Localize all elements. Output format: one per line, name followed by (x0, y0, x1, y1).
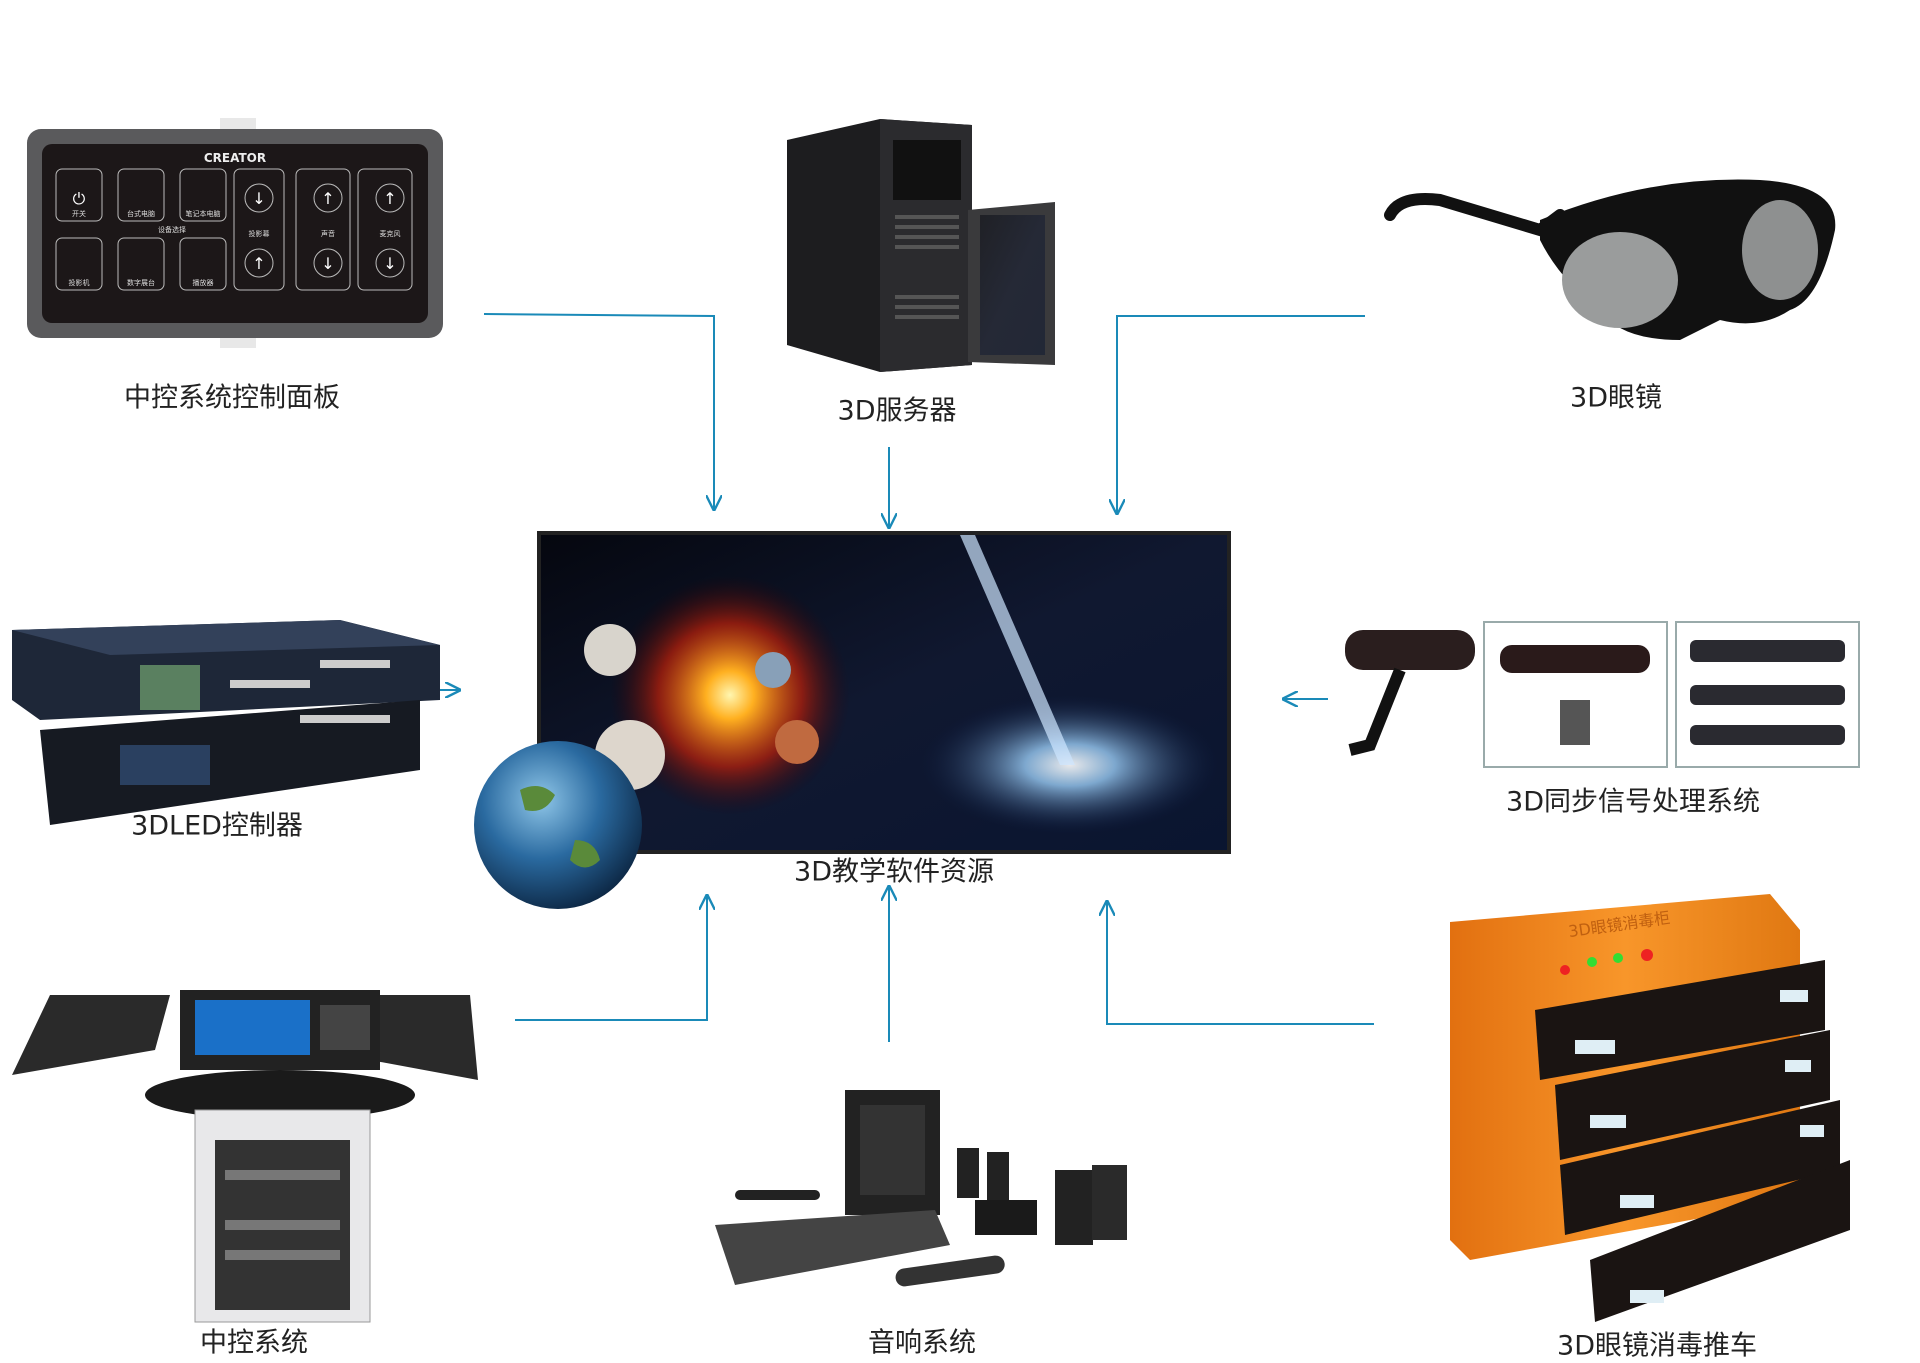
svg-text:↑: ↑ (321, 189, 334, 208)
connector-cart (1107, 902, 1374, 1025)
panel-button-desktop: 台式电脑 (127, 209, 155, 218)
disinfection-cart-image: 3D眼镜消毒柜 (1450, 894, 1850, 1322)
label-audio: 音响系统 (868, 1327, 976, 1359)
software-screen (474, 531, 1231, 909)
server-image (787, 119, 1055, 372)
svg-text:↓: ↓ (321, 254, 334, 273)
connector-control-panel (483, 313, 714, 509)
label-led-controller: 3DLED控制器 (131, 810, 303, 842)
label-sync-system: 3D同步信号处理系统 (1506, 786, 1760, 818)
connector-central-control (515, 896, 707, 1021)
sync-system-image (1345, 621, 1860, 768)
panel-control-mic: 麦克风 (380, 229, 401, 238)
label-glasses: 3D眼镜 (1570, 382, 1662, 414)
label-software: 3D教学软件资源 (794, 856, 994, 888)
label-disinfection-cart: 3D眼镜消毒推车 (1557, 1330, 1757, 1362)
svg-text:↓: ↓ (252, 189, 265, 208)
panel-brand: CREATOR (204, 151, 266, 165)
audio-system-image (715, 1090, 1127, 1287)
panel-button-visualizer: 数字展台 (127, 278, 155, 287)
panel-button-power: 开关 (72, 209, 86, 218)
glasses-image (1384, 179, 1836, 340)
panel-button-laptop: 笔记本电脑 (186, 209, 221, 218)
panel-button-projector: 投影机 (69, 278, 90, 287)
label-control-panel: 中控系统控制面板 (124, 382, 340, 414)
led-controller-image (12, 620, 440, 825)
panel-control-screen: 投影幕 (249, 229, 270, 238)
connector-glasses (1117, 315, 1365, 513)
control-panel-image: CREATOR 开关 台式电脑 笔记本电脑 投影机 数字展台 播放器 设备选择 … (27, 118, 443, 348)
svg-text:⏻: ⏻ (73, 189, 86, 208)
label-server: 3D服务器 (837, 395, 957, 427)
connectors (434, 313, 1374, 1042)
panel-group-label: 设备选择 (158, 225, 186, 234)
svg-text:↑: ↑ (252, 254, 265, 273)
panel-control-sound: 声音 (321, 229, 335, 238)
label-central-control: 中控系统 (200, 1327, 308, 1359)
panel-button-player: 播放器 (193, 278, 214, 287)
podium-image (12, 990, 478, 1323)
svg-text:↑: ↑ (383, 189, 396, 208)
svg-text:↓: ↓ (383, 254, 396, 273)
